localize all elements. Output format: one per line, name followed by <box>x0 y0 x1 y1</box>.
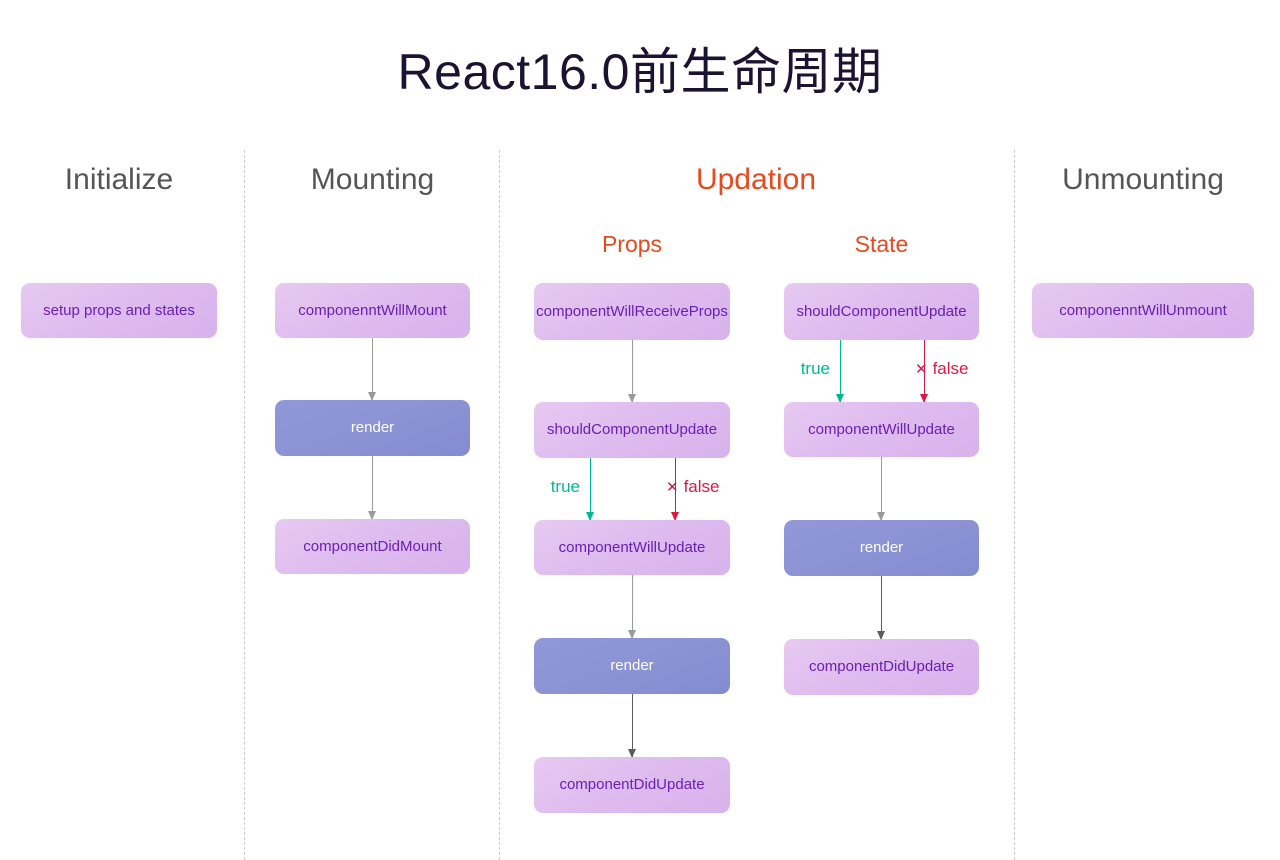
column-heading-unmounting: Unmounting <box>1062 163 1224 196</box>
branch-label-state-false: ✕false <box>915 359 969 380</box>
node-render-mounting[interactable]: render <box>275 400 470 456</box>
node-componentwillreceiveprops[interactable]: componentWillReceiveProps <box>534 283 730 340</box>
node-label: componentDidUpdate <box>559 776 705 793</box>
branch-label-props-true: true <box>550 477 580 496</box>
node-componentdidupdate-props[interactable]: componentDidUpdate <box>534 757 730 813</box>
node-render-props[interactable]: render <box>534 638 730 694</box>
divider-updation-unmounting <box>1014 150 1015 860</box>
node-componenntwillunmount[interactable]: componenntWillUnmount <box>1032 283 1254 338</box>
subheading-state: State <box>854 231 909 257</box>
node-label: shouldComponentUpdate <box>546 421 718 438</box>
page-title: React16.0前生命周期 <box>397 44 883 100</box>
node-componentdidupdate-state[interactable]: componentDidUpdate <box>784 639 979 695</box>
node-label: setup props and states <box>43 301 195 319</box>
node-render-state[interactable]: render <box>784 520 979 576</box>
node-label: render <box>350 419 395 436</box>
node-componenntwillmount[interactable]: componenntWillMount <box>275 283 470 338</box>
node-setup-props-and-states[interactable]: setup props and states <box>21 283 217 338</box>
branch-label-props-false: ✕false <box>666 477 720 498</box>
node-label: componentDidUpdate <box>808 658 955 675</box>
node-label: render <box>610 657 654 674</box>
node-label: render <box>859 539 904 556</box>
column-heading-mounting: Mounting <box>310 163 435 196</box>
node-componentdidmount[interactable]: componentDidMount <box>275 519 470 574</box>
node-componentwillupdate-props[interactable]: componentWillUpdate <box>534 520 730 575</box>
column-heading-initialize: Initialize <box>64 163 174 196</box>
branch-label-state-true: true <box>800 359 830 378</box>
node-label: componenntWillMount <box>298 301 447 319</box>
node-label: componentDidMount <box>303 537 442 555</box>
divider-initialize-mounting <box>244 150 245 860</box>
divider-mounting-updation <box>499 150 500 860</box>
node-shouldcomponentupdate-state[interactable]: shouldComponentUpdate <box>784 283 979 340</box>
node-shouldcomponentupdate-props[interactable]: shouldComponentUpdate <box>534 402 730 458</box>
node-label: componentWillUpdate <box>558 538 706 556</box>
node-label: componentWillReceiveProps <box>536 302 728 320</box>
node-label: shouldComponentUpdate <box>796 302 967 320</box>
column-heading-updation: Updation <box>695 163 817 196</box>
node-label: componentWillUpdate <box>808 420 955 438</box>
branch-label-text: false <box>683 477 720 496</box>
cross-icon: ✕ <box>666 478 679 496</box>
branch-label-text: false <box>932 359 969 378</box>
node-label: componenntWillUnmount <box>1059 301 1227 319</box>
cross-icon: ✕ <box>915 360 928 378</box>
subheading-props: Props <box>601 231 663 257</box>
node-componentwillupdate-state[interactable]: componentWillUpdate <box>784 402 979 457</box>
